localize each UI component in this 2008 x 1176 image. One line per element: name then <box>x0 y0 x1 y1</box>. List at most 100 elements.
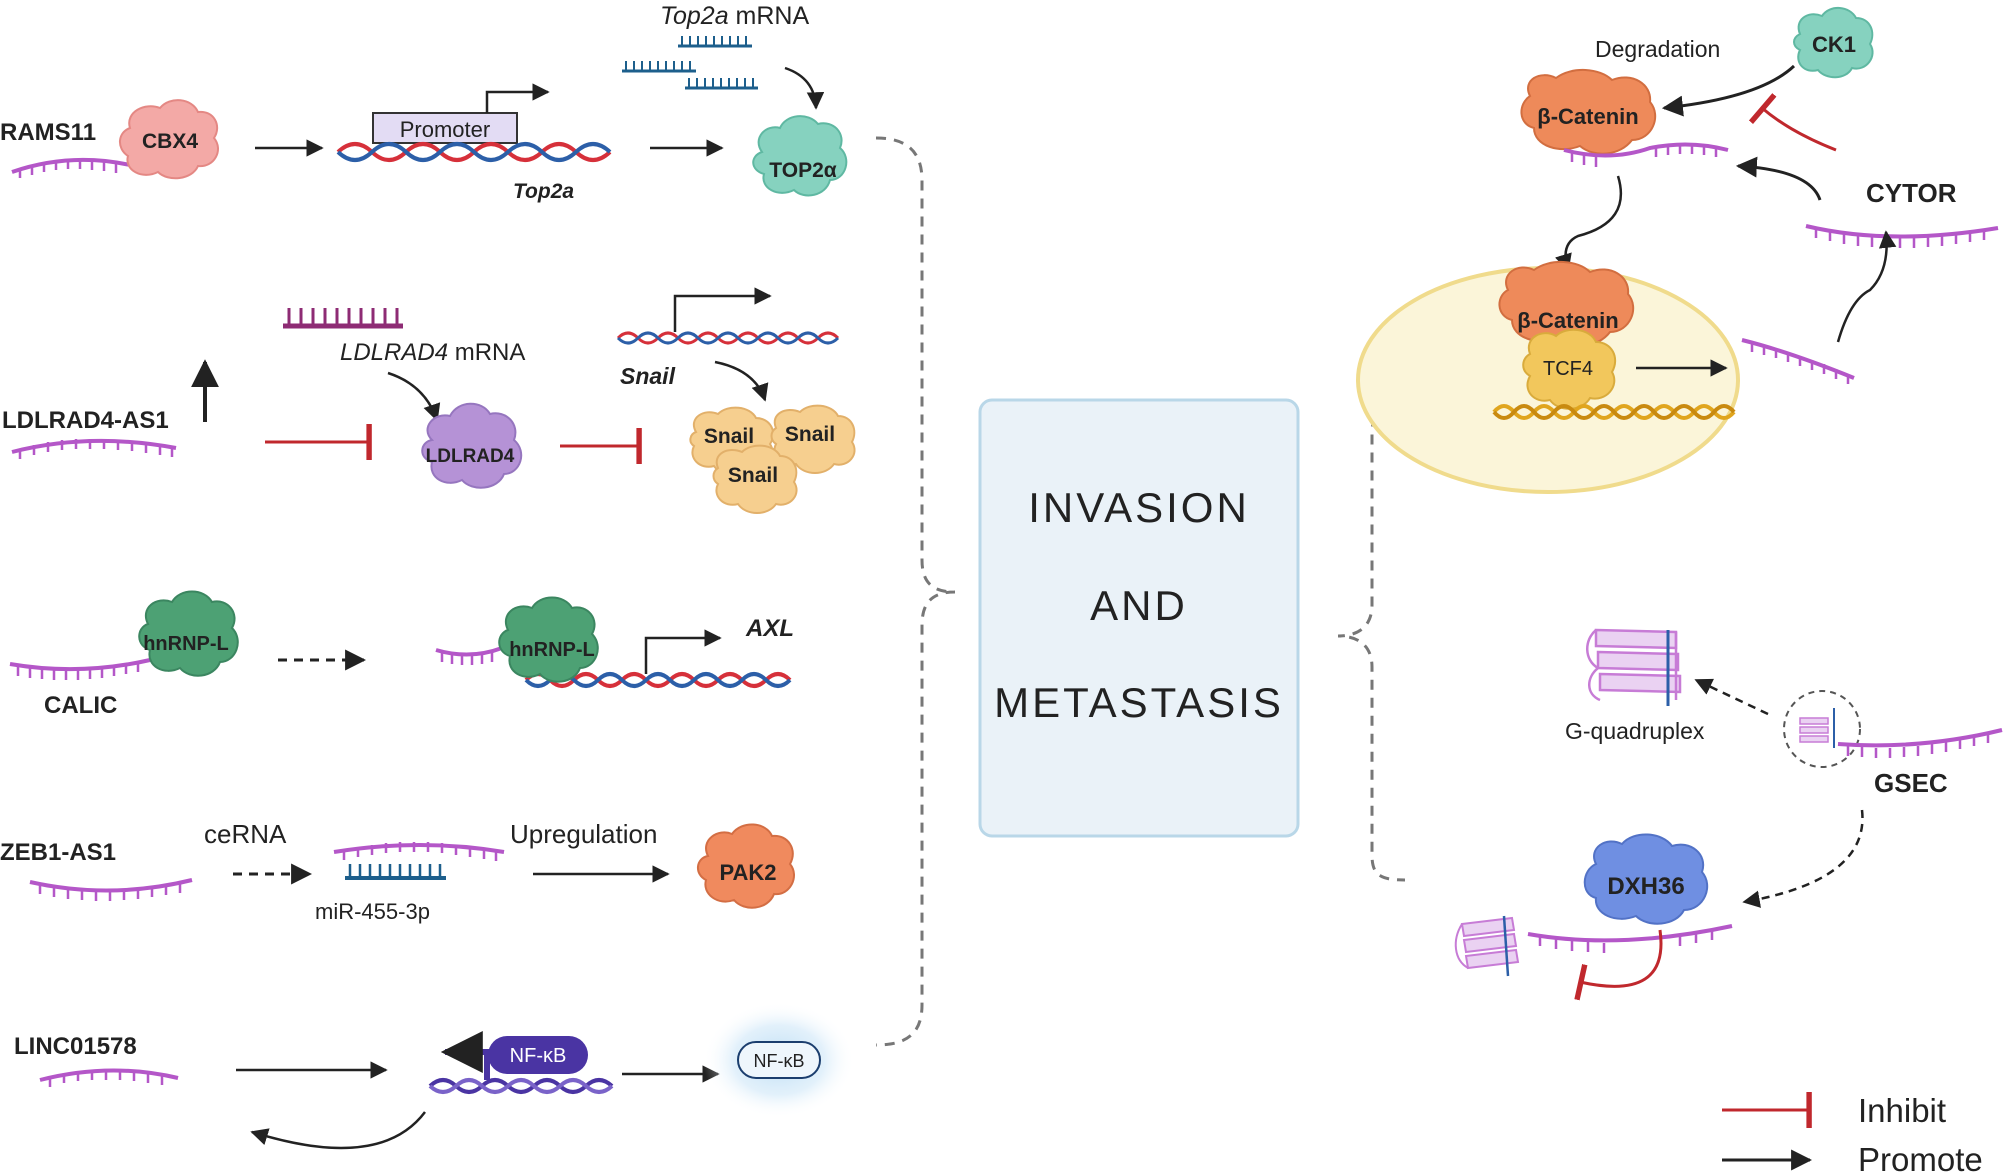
sponge-rna-teeth <box>342 842 498 861</box>
arrow-transcript-export <box>1836 230 1897 343</box>
zeb1-as1-label: ZEB1-AS1 <box>0 839 116 866</box>
row-rams11: RAMS11 CBX4 Promoter Top2a Top2a mRNA <box>0 2 848 203</box>
g-quadruplex-label: G-quadruplex <box>1565 718 1705 744</box>
arrow-feedback-to-linc <box>250 1111 426 1150</box>
ldlrad4-protein-label: LDLRAD4 <box>426 446 515 467</box>
legend: Inhibit Promote <box>1722 1092 1983 1176</box>
tss-arrow-axl <box>644 629 722 674</box>
axl-gene-label: AXL <box>745 615 794 642</box>
tss-arrow-snail <box>673 287 772 332</box>
gsec-zoom-circle <box>1783 690 1861 768</box>
cytor-transcript-teeth <box>1750 342 1850 384</box>
nfkb-dna-b <box>428 1078 614 1094</box>
arrow-ck1-degradation <box>1661 64 1796 117</box>
hnrnpl-protein-right <box>498 596 599 683</box>
top2a-protein <box>752 115 848 197</box>
top2a-mrna-label: Top2a mRNA <box>660 2 809 30</box>
row-linc: LINC01578 NF-κB NF-κB <box>14 1002 855 1150</box>
panel-gsec: G-quadruplex GSEC DXH36 <box>1454 628 2003 1001</box>
center-line-3: METASTASIS <box>994 679 1284 726</box>
nfkb-tss-arrow <box>440 1031 490 1080</box>
nfkb-tf-label: NF-κB <box>510 1045 567 1067</box>
ldlrad4-mrna-teeth <box>287 308 399 326</box>
nfkb-tf-box <box>488 1036 588 1074</box>
promoter-box <box>372 112 518 144</box>
ldlrad4-protein <box>421 402 523 489</box>
calic-label: CALIC <box>44 692 117 719</box>
tss-arrow-top2a <box>485 83 550 113</box>
beta-catenin-nucleus-label: β-Catenin <box>1517 308 1618 333</box>
g-quadruplex-icon <box>1586 628 1682 702</box>
promoter-label: Promoter <box>400 117 490 142</box>
cytor-rna-bound-teeth <box>1570 144 1718 167</box>
zeb1-as1-rna-teeth <box>38 883 182 901</box>
right-brace <box>1337 400 1406 882</box>
mirna-label: miR-455-3p <box>315 899 430 924</box>
linc01578-rna-teeth <box>48 1070 164 1087</box>
axl-dna-red <box>524 672 792 688</box>
calic-rna-right <box>435 646 503 657</box>
gsec-rna <box>1837 728 2003 748</box>
degradation-label: Degradation <box>1595 36 1720 62</box>
nfkb-dna-a <box>428 1078 614 1094</box>
top2a-mrna-teeth <box>625 36 754 88</box>
cerna-label: ceRNA <box>204 819 287 849</box>
gsec-rna-bound-teeth <box>1538 930 1714 953</box>
arrow-mrna-to-ldlrad4 <box>387 371 441 422</box>
linc01578-label: LINC01578 <box>14 1033 137 1060</box>
linc01578-rna <box>39 1068 179 1082</box>
center-line-2: AND <box>1090 582 1188 629</box>
sponge-rna <box>333 843 505 854</box>
zeb1-as1-rna <box>29 878 193 893</box>
row-calic: hnRNP-L CALIC hnRNP-L AXL <box>9 590 794 719</box>
top2a-protein-label: TOP2α <box>769 159 836 182</box>
pak2-label: PAK2 <box>719 860 776 885</box>
beta-catenin-top-label: β-Catenin <box>1537 104 1638 129</box>
tcf-dna-b <box>1492 404 1736 420</box>
gsec-rna-teeth <box>1846 733 1990 758</box>
tcf4-label: TCF4 <box>1543 358 1593 380</box>
calic-rna-right-teeth <box>440 652 494 665</box>
mini-quadruplex-icon <box>1799 717 1829 743</box>
snail-dna-red <box>616 331 840 345</box>
center-box: INVASION AND METASTASIS <box>978 398 1300 838</box>
rams11-rna <box>11 157 131 174</box>
gsec-rna-bound <box>1527 924 1733 943</box>
left-brace <box>875 136 956 1047</box>
hnrnpl-protein-left <box>138 590 239 677</box>
ldlrad4-as1-rna <box>11 438 177 454</box>
center-line-1: INVASION <box>1028 484 1250 531</box>
tcf4-protein <box>1522 328 1617 410</box>
ck1-protein <box>1793 7 1874 79</box>
calic-rna-teeth <box>16 662 140 680</box>
legend-promote-label: Promote <box>1858 1141 1983 1176</box>
snail-protein-cluster <box>689 404 856 514</box>
legend-inhibit-label: Inhibit <box>1858 1092 1946 1129</box>
cytor-label: CYTOR <box>1866 178 1957 208</box>
snail-dna-blue <box>616 331 840 345</box>
dashed-arrow-to-gq <box>1694 678 1769 716</box>
snail-protein-label-3: Snail <box>728 464 778 487</box>
row-ldlrad4: LDLRAD4-AS1 LDLRAD4 mRNA LDLRAD4 Snail S… <box>2 287 856 514</box>
snail-protein-label-1: Snail <box>704 425 754 448</box>
ldlrad4-as1-rna-teeth <box>18 439 174 459</box>
pak2-protein <box>697 823 795 909</box>
arrow-snail-gene-to-protein <box>714 360 769 402</box>
snail-protein-label-2: Snail <box>785 423 835 446</box>
gsec-label: GSEC <box>1874 768 1948 798</box>
rams11-rna-teeth <box>18 159 118 178</box>
ldlrad4-as1-label: LDLRAD4-AS1 <box>2 407 169 434</box>
hnrnpl-label-left: hnRNP-L <box>143 633 229 655</box>
arrow-mrna-to-top2a <box>784 66 825 110</box>
beta-catenin-top <box>1520 68 1657 155</box>
upregulation-label: Upregulation <box>510 819 657 849</box>
nfkb-product-label: NF-κB <box>754 1051 805 1071</box>
inhibit-cytor-ck1 <box>1748 93 1837 152</box>
ck1-label: CK1 <box>1812 32 1856 57</box>
hnrnpl-label-right: hnRNP-L <box>509 639 595 661</box>
rams11-label: RAMS11 <box>0 119 96 146</box>
cbx4-label: CBX4 <box>142 130 198 153</box>
cbx4-protein <box>119 99 219 180</box>
arrow-cytor-to-catenin <box>1735 156 1822 201</box>
snail-gene-label: Snail <box>620 363 676 389</box>
